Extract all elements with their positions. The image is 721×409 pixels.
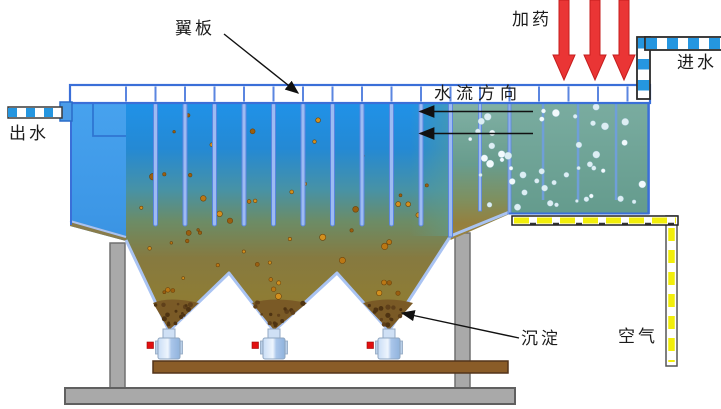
valve-red-handle xyxy=(366,341,374,349)
drain-valve-2 xyxy=(251,328,288,360)
label-air: 空气 xyxy=(618,327,658,347)
drain-valve-1 xyxy=(146,328,183,360)
valve-red-handle xyxy=(146,341,154,349)
sludge-pebbles xyxy=(153,300,403,328)
dosing-arrow-3 xyxy=(612,0,636,82)
drain-valves xyxy=(146,328,403,360)
air-pipe xyxy=(511,215,679,367)
dosing-arrows xyxy=(552,0,636,82)
outlet-weir-box xyxy=(92,103,126,137)
dosing-arrow-2 xyxy=(583,0,607,82)
label-inlet-water: 进水 xyxy=(677,53,717,73)
label-flow-direction: 水流方向 xyxy=(434,84,522,104)
partition-wall xyxy=(448,102,453,238)
support-base xyxy=(64,387,516,405)
outlet-chamber-water xyxy=(70,103,126,241)
label-wing-plate: 翼板 xyxy=(175,19,215,39)
drain-valve-3 xyxy=(366,328,403,360)
label-dosing: 加药 xyxy=(512,10,552,30)
support-frame xyxy=(64,232,516,405)
diffuser-pipes xyxy=(541,103,618,200)
wing-plate-pointer-arrow xyxy=(223,33,300,94)
sediment-pointer-arrow xyxy=(400,310,520,339)
valve-red-handle xyxy=(251,341,259,349)
label-outlet-water: 出水 xyxy=(9,124,49,144)
settling-tank-water xyxy=(126,103,451,331)
air-bubbles xyxy=(468,103,647,211)
support-column-left xyxy=(109,242,126,390)
inlet-pipe xyxy=(636,36,721,100)
outlet-chamber-floor-edge xyxy=(69,220,127,238)
sludge-hopper-walls xyxy=(124,210,511,333)
support-beam xyxy=(152,360,509,374)
dosing-arrow-1 xyxy=(552,0,576,82)
outlet-pipe xyxy=(7,101,73,122)
sludge-piles xyxy=(153,299,413,330)
annotation-arrows xyxy=(223,33,533,339)
label-sediment: 沉淀 xyxy=(521,329,561,349)
rim-ticks xyxy=(125,86,629,102)
